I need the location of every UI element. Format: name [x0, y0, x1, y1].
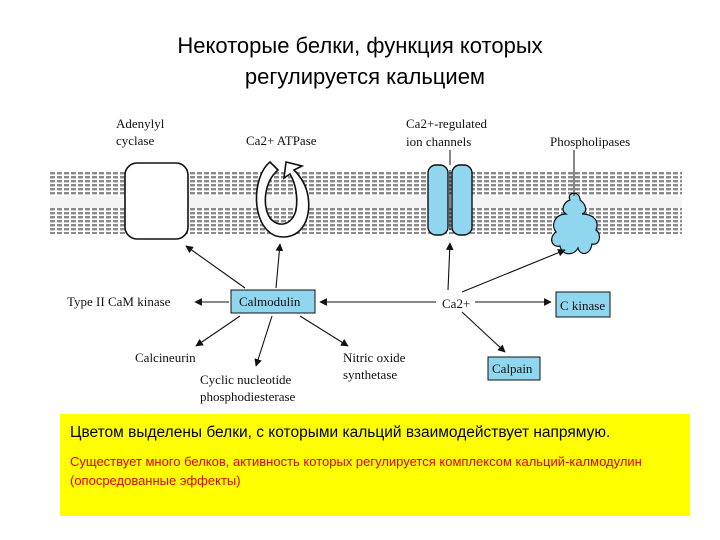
pde-label-2: phosphodiesterase: [200, 389, 296, 404]
arrow-ca-to-phospholipase: [461, 249, 566, 293]
ckinase-box: [555, 291, 611, 318]
phospholipases-label: Phospholipases: [550, 134, 630, 149]
nos-label-2: synthetase: [343, 367, 397, 382]
arrow-calmodulin-to-atpase: [275, 243, 284, 289]
calpain-box: [487, 356, 541, 381]
title-line-2: регулируется кальцием: [244, 64, 486, 89]
pde-label-1: Cyclic nucleotide: [200, 372, 292, 387]
arrow-calmodulin-to-adenylyl: [185, 245, 246, 289]
info-note: Цветом выделены белки, с которыми кальци…: [60, 414, 690, 516]
calcineurin-label: Calcineurin: [135, 350, 196, 365]
arrows: [185, 242, 566, 367]
adenylyl-label-2: cyclase: [116, 133, 154, 148]
channels-label-2: ion channels: [406, 134, 471, 149]
phospholipase-shape: [551, 192, 601, 255]
title-line-1: Некоторые белки, функция которых: [177, 33, 543, 58]
adenylyl-label-1: Adenylyl: [116, 116, 165, 131]
calmodulin-label: Calmodulin: [239, 294, 301, 309]
adenylyl-cyclase-shape: [124, 162, 189, 240]
ion-channel-shape: [427, 164, 473, 236]
channels-label-1: Ca2+-regulated: [406, 116, 487, 131]
camkinase-label: Type II CaM kinase: [67, 294, 171, 309]
nos-label-1: Nitric oxide: [343, 350, 406, 365]
arrow-calmodulin-to-calcineurin: [195, 315, 241, 347]
calcium-label: Ca2+: [442, 296, 470, 311]
note-direct-binding: Цветом выделены белки, с которыми кальци…: [70, 424, 611, 441]
ckinase-label: C kinase: [560, 298, 605, 313]
ca-atpase-shape: [255, 160, 310, 238]
arrow-calmodulin-to-pde: [254, 315, 273, 367]
arrow-calmodulin-to-nos: [299, 315, 349, 347]
calpain-label: Calpain: [492, 361, 533, 376]
arrow-ca-to-calpain: [461, 311, 506, 353]
arrow-ca-to-channels: [445, 242, 454, 291]
note-indirect-effects: Существует много белков, активность кото…: [70, 454, 642, 488]
page-title: Некоторые белки, функция которых регулир…: [0, 30, 720, 92]
atpase-label: Ca2+ ATPase: [246, 133, 317, 148]
calmodulin-box: [230, 289, 316, 314]
